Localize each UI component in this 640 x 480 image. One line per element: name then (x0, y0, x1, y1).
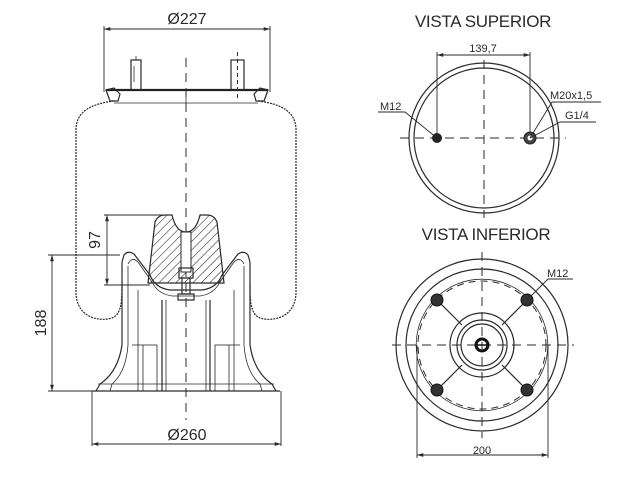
hub-mid (456, 319, 508, 371)
hub-inner (460, 323, 504, 367)
bolt-hole-top-left (430, 293, 444, 307)
piston-body (92, 262, 280, 392)
bellow-right (249, 100, 297, 320)
stud-m12 (130, 56, 142, 91)
bolt-hole-bottom-right (520, 383, 534, 397)
bellow-left (75, 100, 123, 320)
callout-m20x15: M20x1,5 (550, 90, 592, 102)
g14-leader (529, 121, 596, 139)
bottom-view-title: VISTA INFERIOR (422, 225, 551, 244)
callout-g14: G1/4 (565, 110, 589, 122)
width-dimension: 200 (416, 345, 549, 458)
width-label: 200 (473, 445, 491, 457)
callout-m12: M12 (380, 101, 401, 113)
stud-spacing-dimension: 139,7 (436, 43, 531, 136)
top-diameter-label: Ø227 (167, 11, 206, 28)
bottom-m12-leader (526, 278, 573, 301)
hub-outer (449, 312, 515, 378)
bottom-view: VISTA INFERIOR (392, 225, 574, 458)
top-diameter-dimension: Ø227 (103, 11, 271, 92)
center-bolt-channel (180, 231, 192, 273)
side-view: Ø227 97 (33, 11, 297, 446)
center-bolt (177, 267, 195, 301)
bottom-callout-m12: M12 (547, 268, 568, 280)
stud-m20-air-inlet (230, 52, 245, 98)
piston-height-label: 97 (87, 231, 104, 249)
top-view-title: VISTA SUPERIOR (415, 12, 551, 31)
height-label: 188 (33, 310, 50, 337)
top-view: VISTA SUPERIOR 139,7 M12 M20x1,5 G1/4 (378, 12, 601, 218)
m12-leader (378, 111, 438, 139)
bolt-hole-bottom-left (430, 383, 444, 397)
piston-top (121, 251, 251, 291)
bottom-diameter-label: Ø260 (167, 427, 206, 444)
center-bolt-head (474, 337, 490, 353)
stud-spacing-label: 139,7 (469, 43, 497, 55)
m20-leader (529, 101, 601, 139)
height-dimension: 188 (33, 254, 120, 392)
piston-height-dimension: 97 (87, 214, 162, 286)
bottom-diameter-dimension: Ø260 (91, 391, 282, 446)
